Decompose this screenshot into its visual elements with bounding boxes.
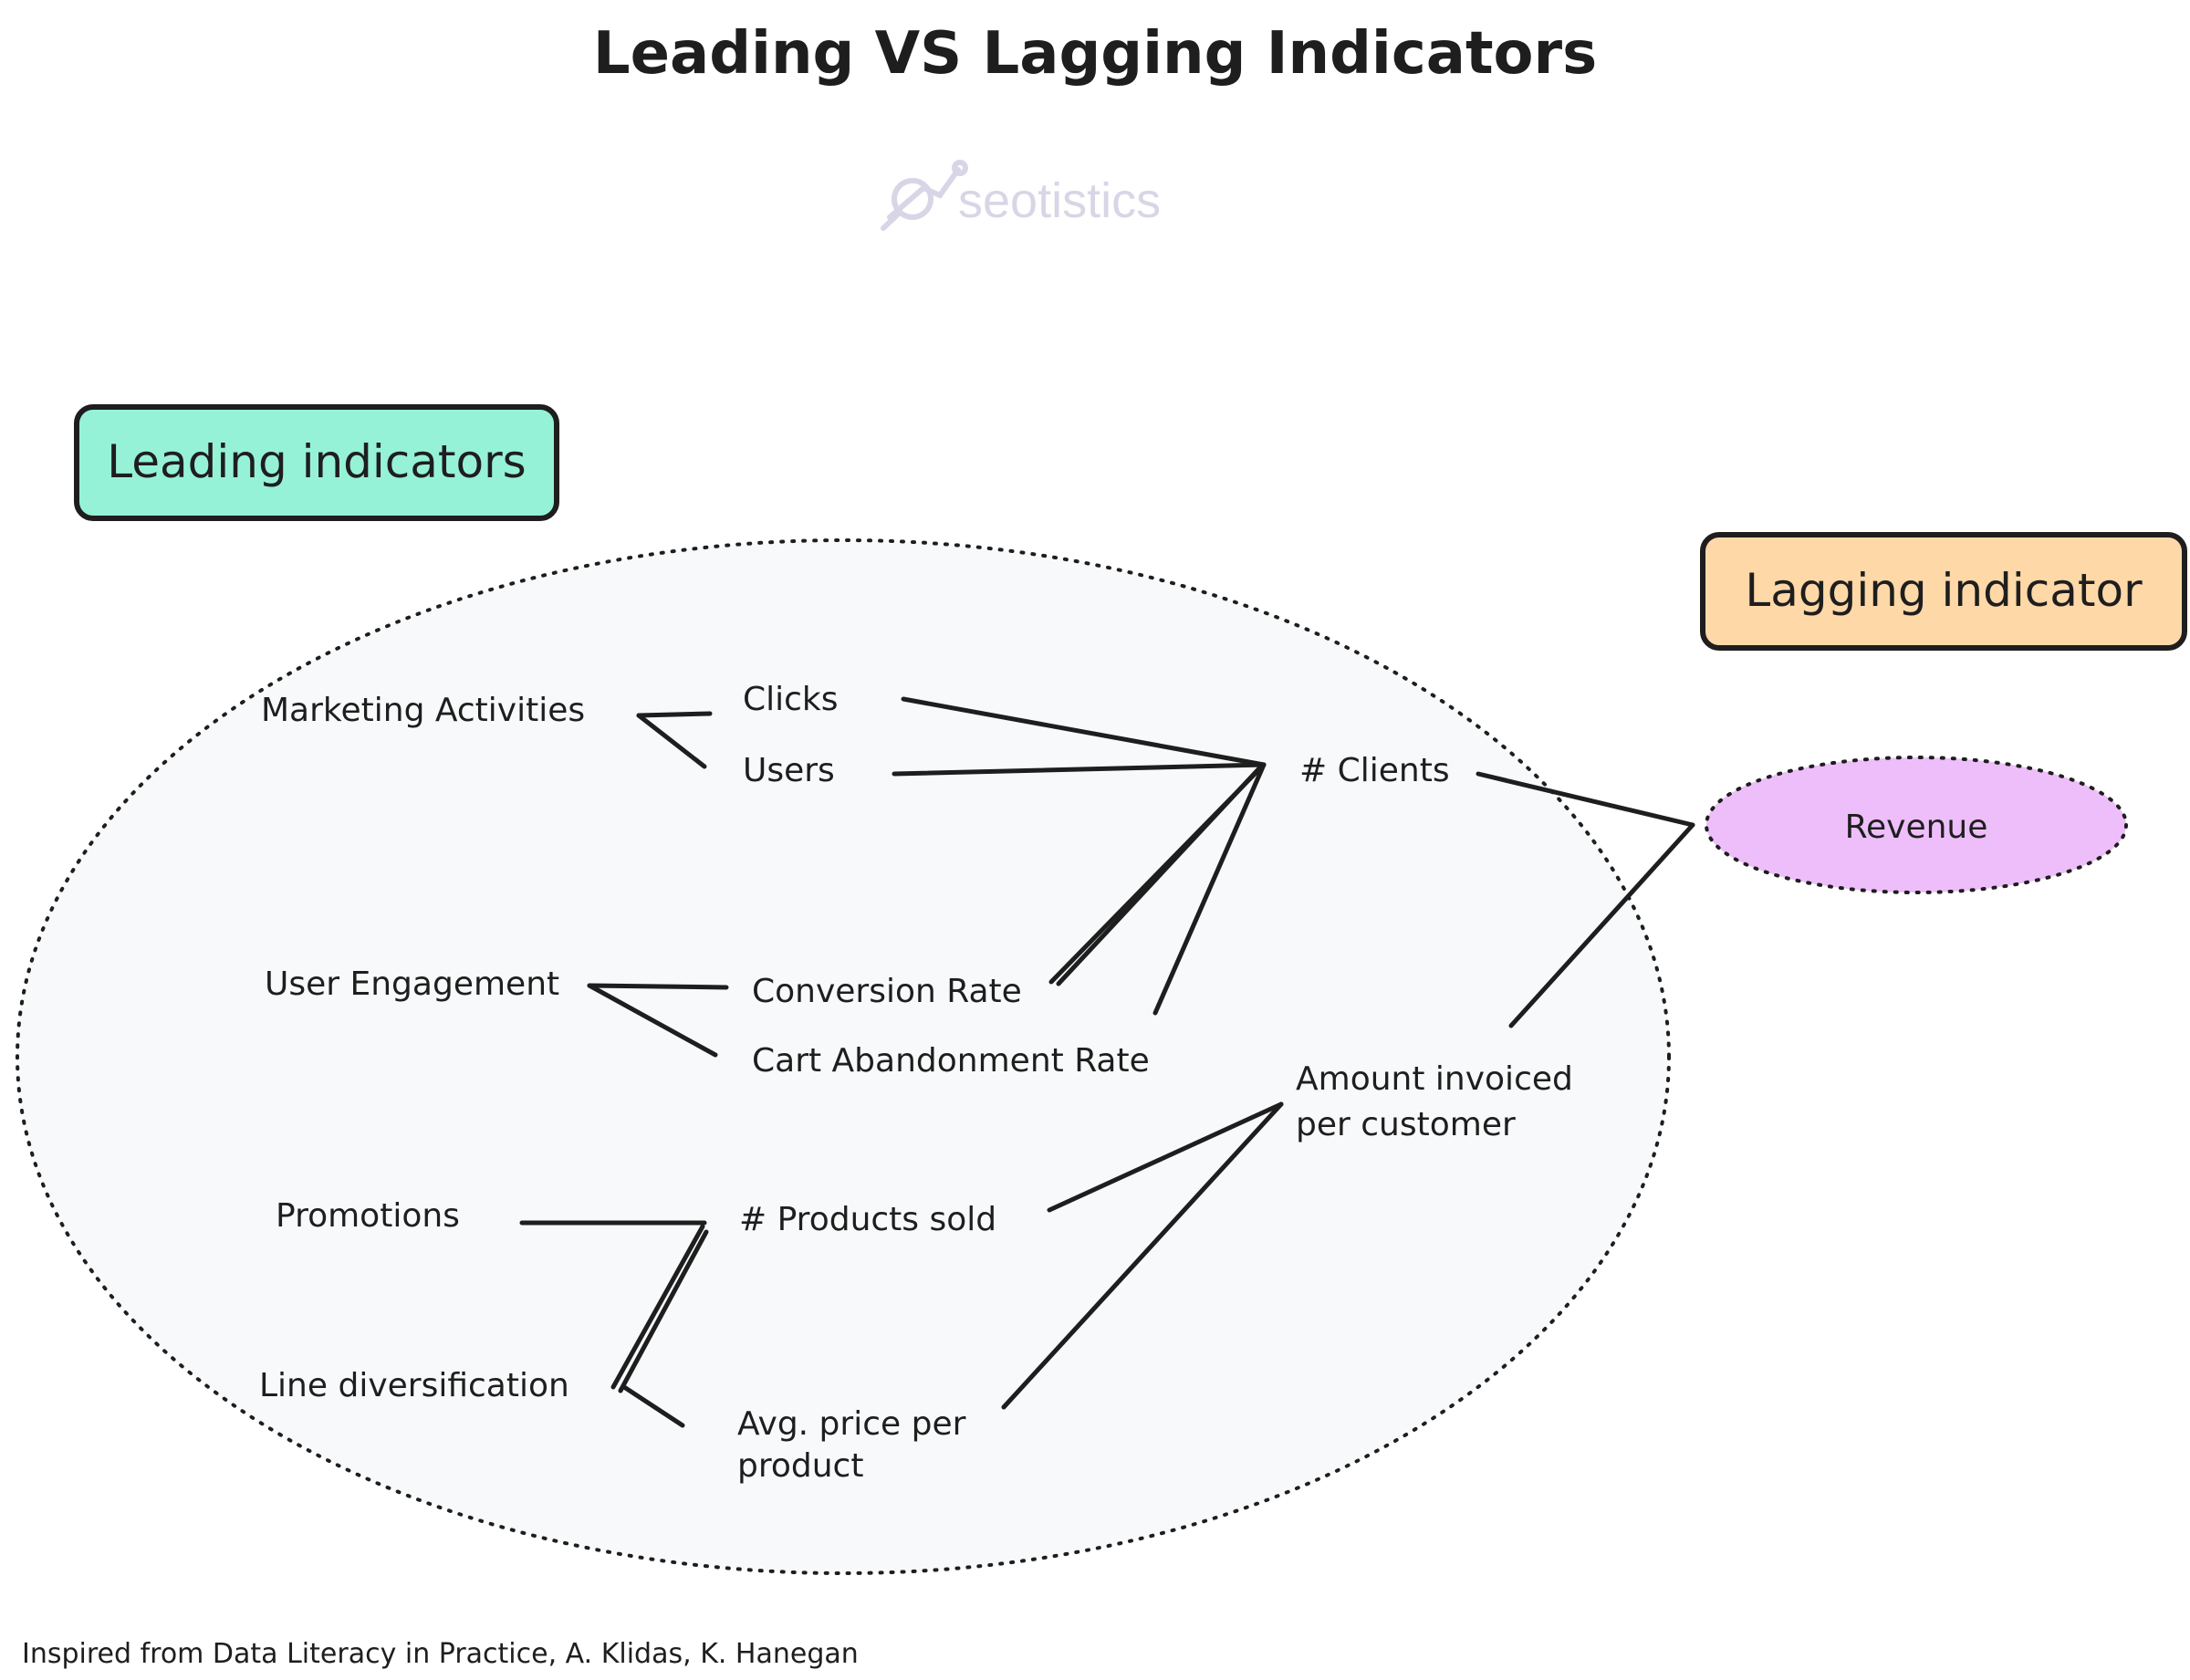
connector-cart-engagement [587, 983, 718, 1058]
node-avg-price-line2: product [737, 1447, 863, 1485]
connector-lines [519, 696, 1695, 1428]
diagram-title: Leading VS Lagging Indicators [593, 20, 1597, 88]
leading-indicators-label: Leading indicators [107, 435, 526, 488]
connector-conversion-engagement [587, 983, 729, 990]
node-clients: # Clients [1299, 752, 1450, 789]
node-conversion-rate: Conversion Rate [752, 973, 1022, 1010]
watermark: seotistics [881, 160, 1161, 231]
revenue-ellipse [1705, 756, 2128, 894]
watermark-text: seotistics [958, 173, 1161, 228]
connector-diversification-products [610, 1224, 705, 1390]
connector-diversification-products-2 [618, 1229, 709, 1393]
node-users: Users [743, 752, 835, 789]
connector-diversification-avgprice [621, 1384, 685, 1428]
node-revenue: Revenue [1845, 809, 1988, 846]
node-user-engagement: User Engagement [265, 965, 559, 1003]
connector-products-amount [1047, 1101, 1284, 1213]
connector-cart-clients [1152, 762, 1267, 1016]
connector-clients-revenue [1476, 771, 1695, 828]
lagging-indicator-box: Lagging indicator [1700, 532, 2187, 651]
connector-clicks-clients [901, 696, 1267, 767]
node-labels: Marketing Activities Clicks Users # Clie… [259, 681, 1987, 1485]
node-line-diversification: Line diversification [259, 1367, 569, 1404]
node-cart-abandonment-rate: Cart Abandonment Rate [752, 1042, 1150, 1080]
chart-line-logo-icon [881, 160, 968, 231]
connector-clicks-marketing [636, 711, 713, 718]
leading-indicators-box: Leading indicators [74, 404, 559, 521]
connector-conversion-clients-2 [1056, 766, 1262, 986]
node-promotions: Promotions [276, 1197, 460, 1235]
node-products-sold: # Products sold [739, 1201, 996, 1238]
node-avg-price-line1: Avg. price per [737, 1405, 966, 1443]
connector-users-marketing [636, 713, 707, 769]
connector-amount-revenue [1508, 822, 1695, 1028]
node-marketing-activities: Marketing Activities [261, 692, 585, 729]
connector-users-clients [892, 762, 1267, 777]
node-amount-invoiced-line2: per customer [1296, 1106, 1516, 1143]
leading-region-ellipse [16, 538, 1671, 1575]
node-amount-invoiced-line1: Amount invoiced [1296, 1060, 1573, 1098]
footer-credit: Inspired from Data Literacy in Practice,… [22, 1638, 859, 1670]
node-clicks: Clicks [743, 681, 839, 718]
connector-avgprice-amount [1001, 1101, 1284, 1410]
lagging-indicator-label: Lagging indicator [1745, 564, 2143, 617]
